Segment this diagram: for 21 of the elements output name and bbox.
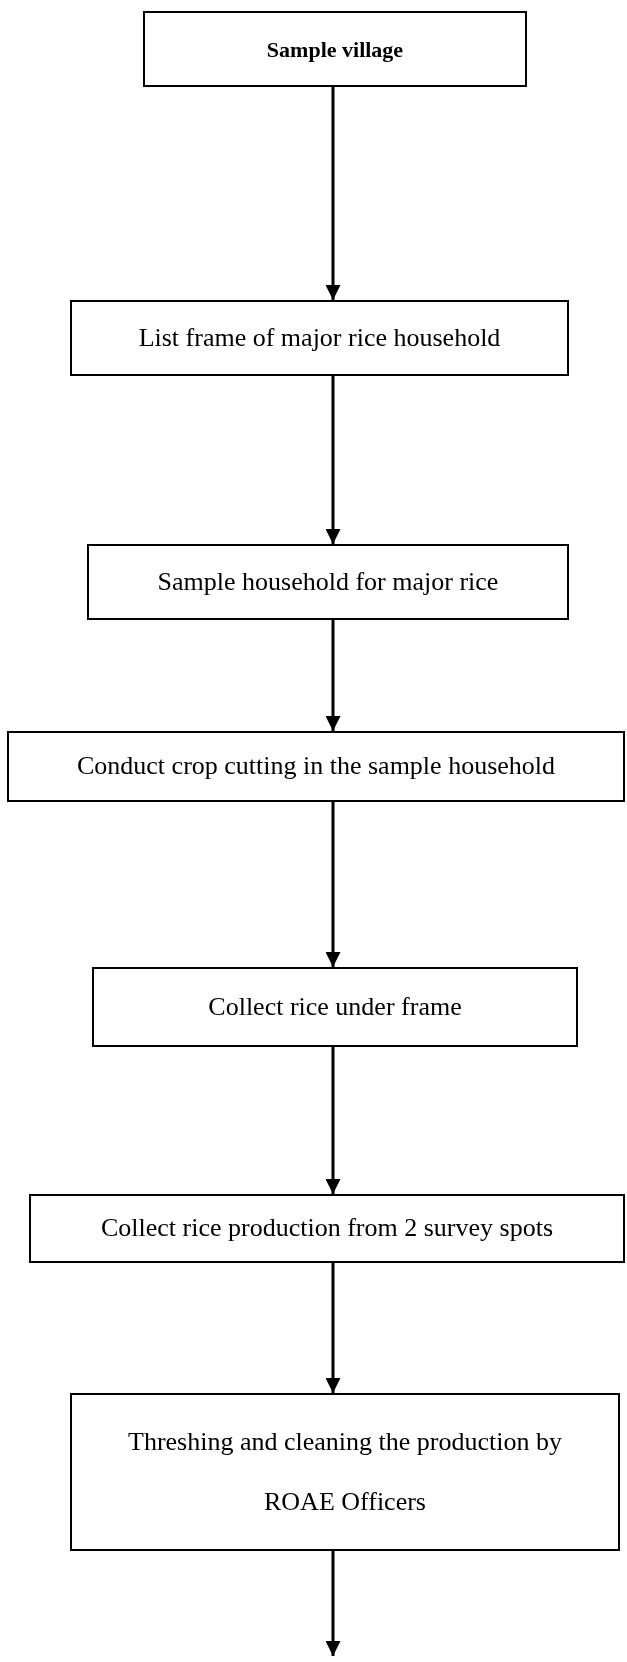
box-text: Collect rice production from 2 survey spots xyxy=(101,1212,553,1245)
arrow xyxy=(325,1047,341,1194)
process-box xyxy=(92,967,578,1047)
process-box xyxy=(70,300,569,376)
box-text: List frame of major rice household xyxy=(138,321,501,354)
arrow xyxy=(325,620,341,731)
process-box xyxy=(70,1393,620,1551)
box-text: Conduct crop cutting in the sample household xyxy=(77,750,555,783)
arrow xyxy=(325,1551,341,1656)
arrow xyxy=(325,376,341,544)
box-text: Threshing and cleaning the production by ROAE Officers xyxy=(127,1426,563,1518)
arrow xyxy=(325,87,341,300)
box-text: Sample household for major rice xyxy=(157,565,499,598)
process-box xyxy=(143,11,527,87)
arrow xyxy=(325,1263,341,1393)
process-box xyxy=(7,731,625,802)
process-box xyxy=(87,544,569,620)
arrow xyxy=(325,802,341,967)
box-text: Collect rice under frame xyxy=(208,990,462,1023)
box-text: Sample village xyxy=(266,35,404,64)
process-box xyxy=(29,1194,625,1263)
